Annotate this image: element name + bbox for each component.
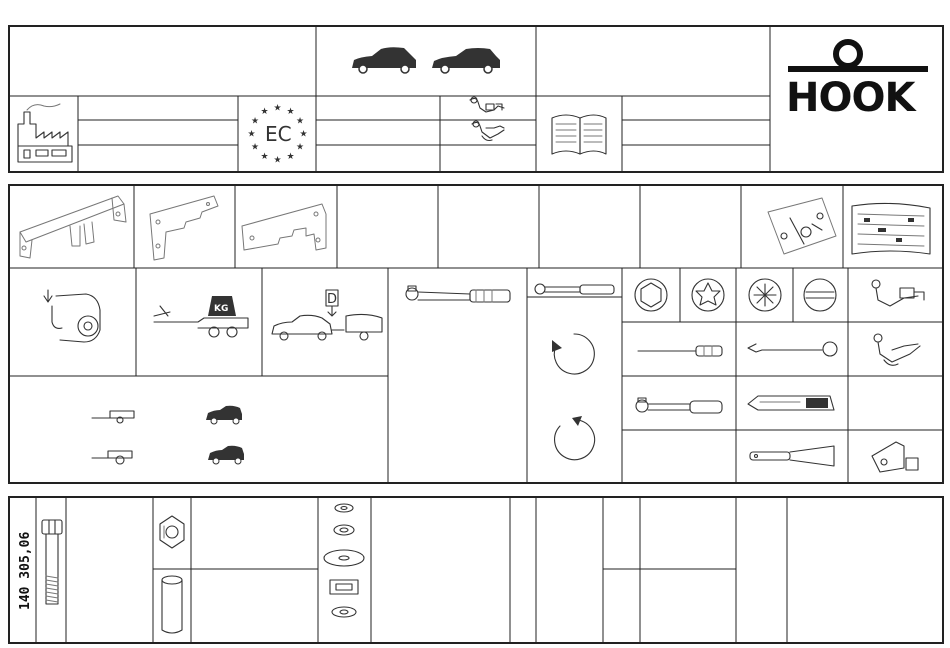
parts-catalog-icon [852,203,930,254]
slotted-screw-icon [804,279,836,311]
crossbar-part-icon [20,196,126,258]
eu-star-icon: ★ [274,156,282,166]
part-number: 140 305,06 [18,532,33,610]
eu-star-icon: ★ [296,117,304,127]
trailer-small-icon [92,451,132,464]
detachable-coupling-icon [872,442,918,472]
tow-ball-icon [470,97,504,112]
brand-logo: HOOK [786,42,928,121]
combination-wrench-icon [748,342,837,356]
tow-ball-icon [874,334,920,365]
load-weight-icon: KG [154,296,248,337]
trailer-small-icon [92,411,134,423]
eu-star-icon: ★ [251,143,259,153]
tools-section: KG D [9,185,943,483]
washer-icon [335,504,353,512]
ratchet-icon [636,398,722,413]
car-silhouette-icon [352,47,416,73]
open-book-icon [552,115,606,154]
rotate-counterclockwise-icon [555,416,595,460]
car-small-icon [208,446,244,464]
torque-wrench-icon [406,286,510,302]
eu-star-icon: ★ [296,143,304,153]
torx-socket-icon [692,279,724,311]
hex-nut-icon [160,516,184,548]
eu-star-icon: ★ [287,152,295,162]
eu-star-icon: ★ [261,152,269,162]
washer-icon [332,607,356,617]
hardware-bag-icon [768,198,836,254]
eu-star-icon: ★ [300,130,308,140]
eu-star-icon: ★ [251,117,259,127]
eu-star-icon: ★ [248,130,256,140]
tow-ball-icon [872,280,924,306]
eu-star-icon: ★ [274,104,282,114]
putty-knife-icon [750,446,834,466]
screwdriver-icon [638,346,722,356]
certification-mark: EC [265,122,292,146]
utility-knife-icon [748,396,834,410]
washer-icon [334,525,354,535]
car-with-trailer-icon: D [272,290,382,340]
large-washer-icon [324,550,364,566]
header-section: ★★★★★★★★★★★★ EC HOOK [9,26,943,172]
load-label: KG [214,304,228,314]
car-silhouette-icon [432,48,500,73]
factory-icon [18,104,72,162]
spacer-sleeve-icon [162,576,182,633]
wrench-long-icon [535,284,614,294]
square-washer-icon [330,580,358,594]
phillips-screw-icon [749,279,781,311]
car-small-icon [206,406,242,424]
vehicle-corner-icon [44,290,100,342]
hex-bolt-icon [42,520,62,604]
trailer-class-label: D [327,292,337,307]
side-bracket-part-icon [150,196,218,260]
side-bracket-part-icon [242,204,326,250]
rotate-clockwise-icon [552,334,594,374]
tow-ball-icon [472,121,504,141]
hex-socket-icon [635,279,667,311]
brand-name: HOOK [786,75,917,121]
hardware-section: 140 305,06 [9,497,943,643]
eu-star-icon: ★ [287,107,295,117]
eu-star-icon: ★ [261,107,269,117]
